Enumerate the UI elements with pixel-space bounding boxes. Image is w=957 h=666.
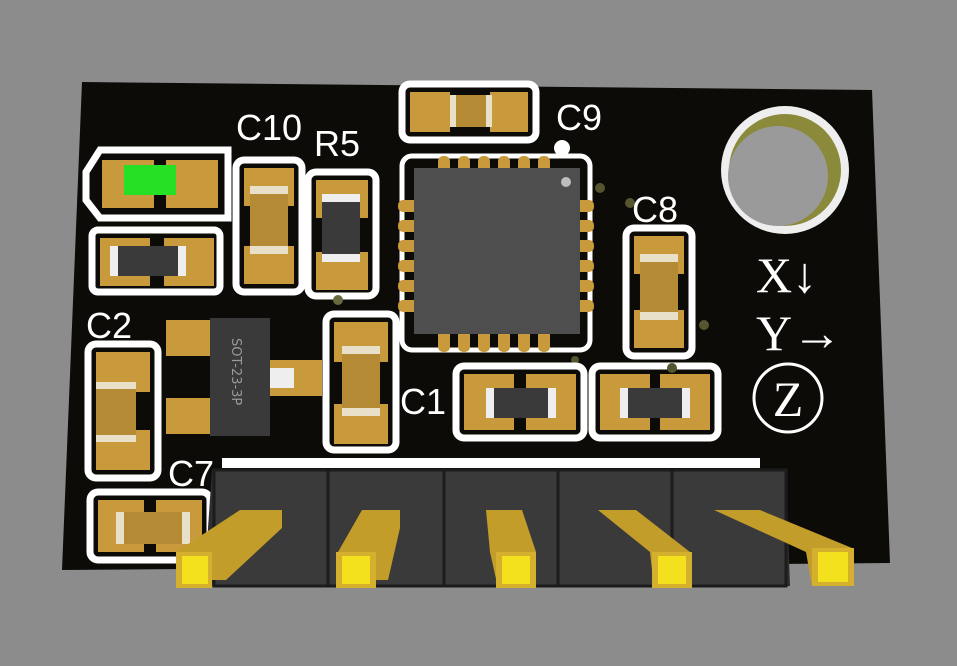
transistor-sot23 [166, 318, 322, 436]
label-c1: C1 [400, 381, 446, 422]
header-pin-2 [336, 510, 400, 588]
axis-x-label: X↓ [756, 247, 817, 303]
label-c8: C8 [632, 189, 678, 230]
capacitor-c1 [452, 362, 588, 442]
resistor-left [88, 226, 224, 296]
header-pin-5 [714, 510, 854, 586]
capacitor-c10 [232, 156, 306, 296]
capacitor-c8 [622, 224, 696, 360]
axis-z-label: Z [773, 371, 804, 427]
qfn-ic [398, 153, 594, 353]
mounting-hole [721, 106, 849, 234]
header-pin-4 [598, 510, 692, 588]
led [82, 146, 232, 222]
label-c10: C10 [236, 107, 302, 148]
axis-y-label: Y→ [756, 305, 842, 361]
transistor-marking: SOT-23-3P [228, 338, 243, 405]
label-c9: C9 [556, 97, 602, 138]
resistor-r5 [304, 168, 380, 300]
capacitor-c9 [398, 80, 540, 144]
header-pin-1 [176, 510, 282, 588]
capacitor-center [322, 310, 400, 454]
label-r5: R5 [314, 123, 360, 164]
label-c7: C7 [168, 453, 214, 494]
axis-z-circle [752, 362, 824, 434]
label-c2: C2 [86, 305, 132, 346]
header-pin-3 [486, 510, 536, 588]
capacitor-c2 [84, 340, 162, 482]
capacitor-c7 [86, 488, 214, 564]
resistor-right [588, 362, 722, 442]
